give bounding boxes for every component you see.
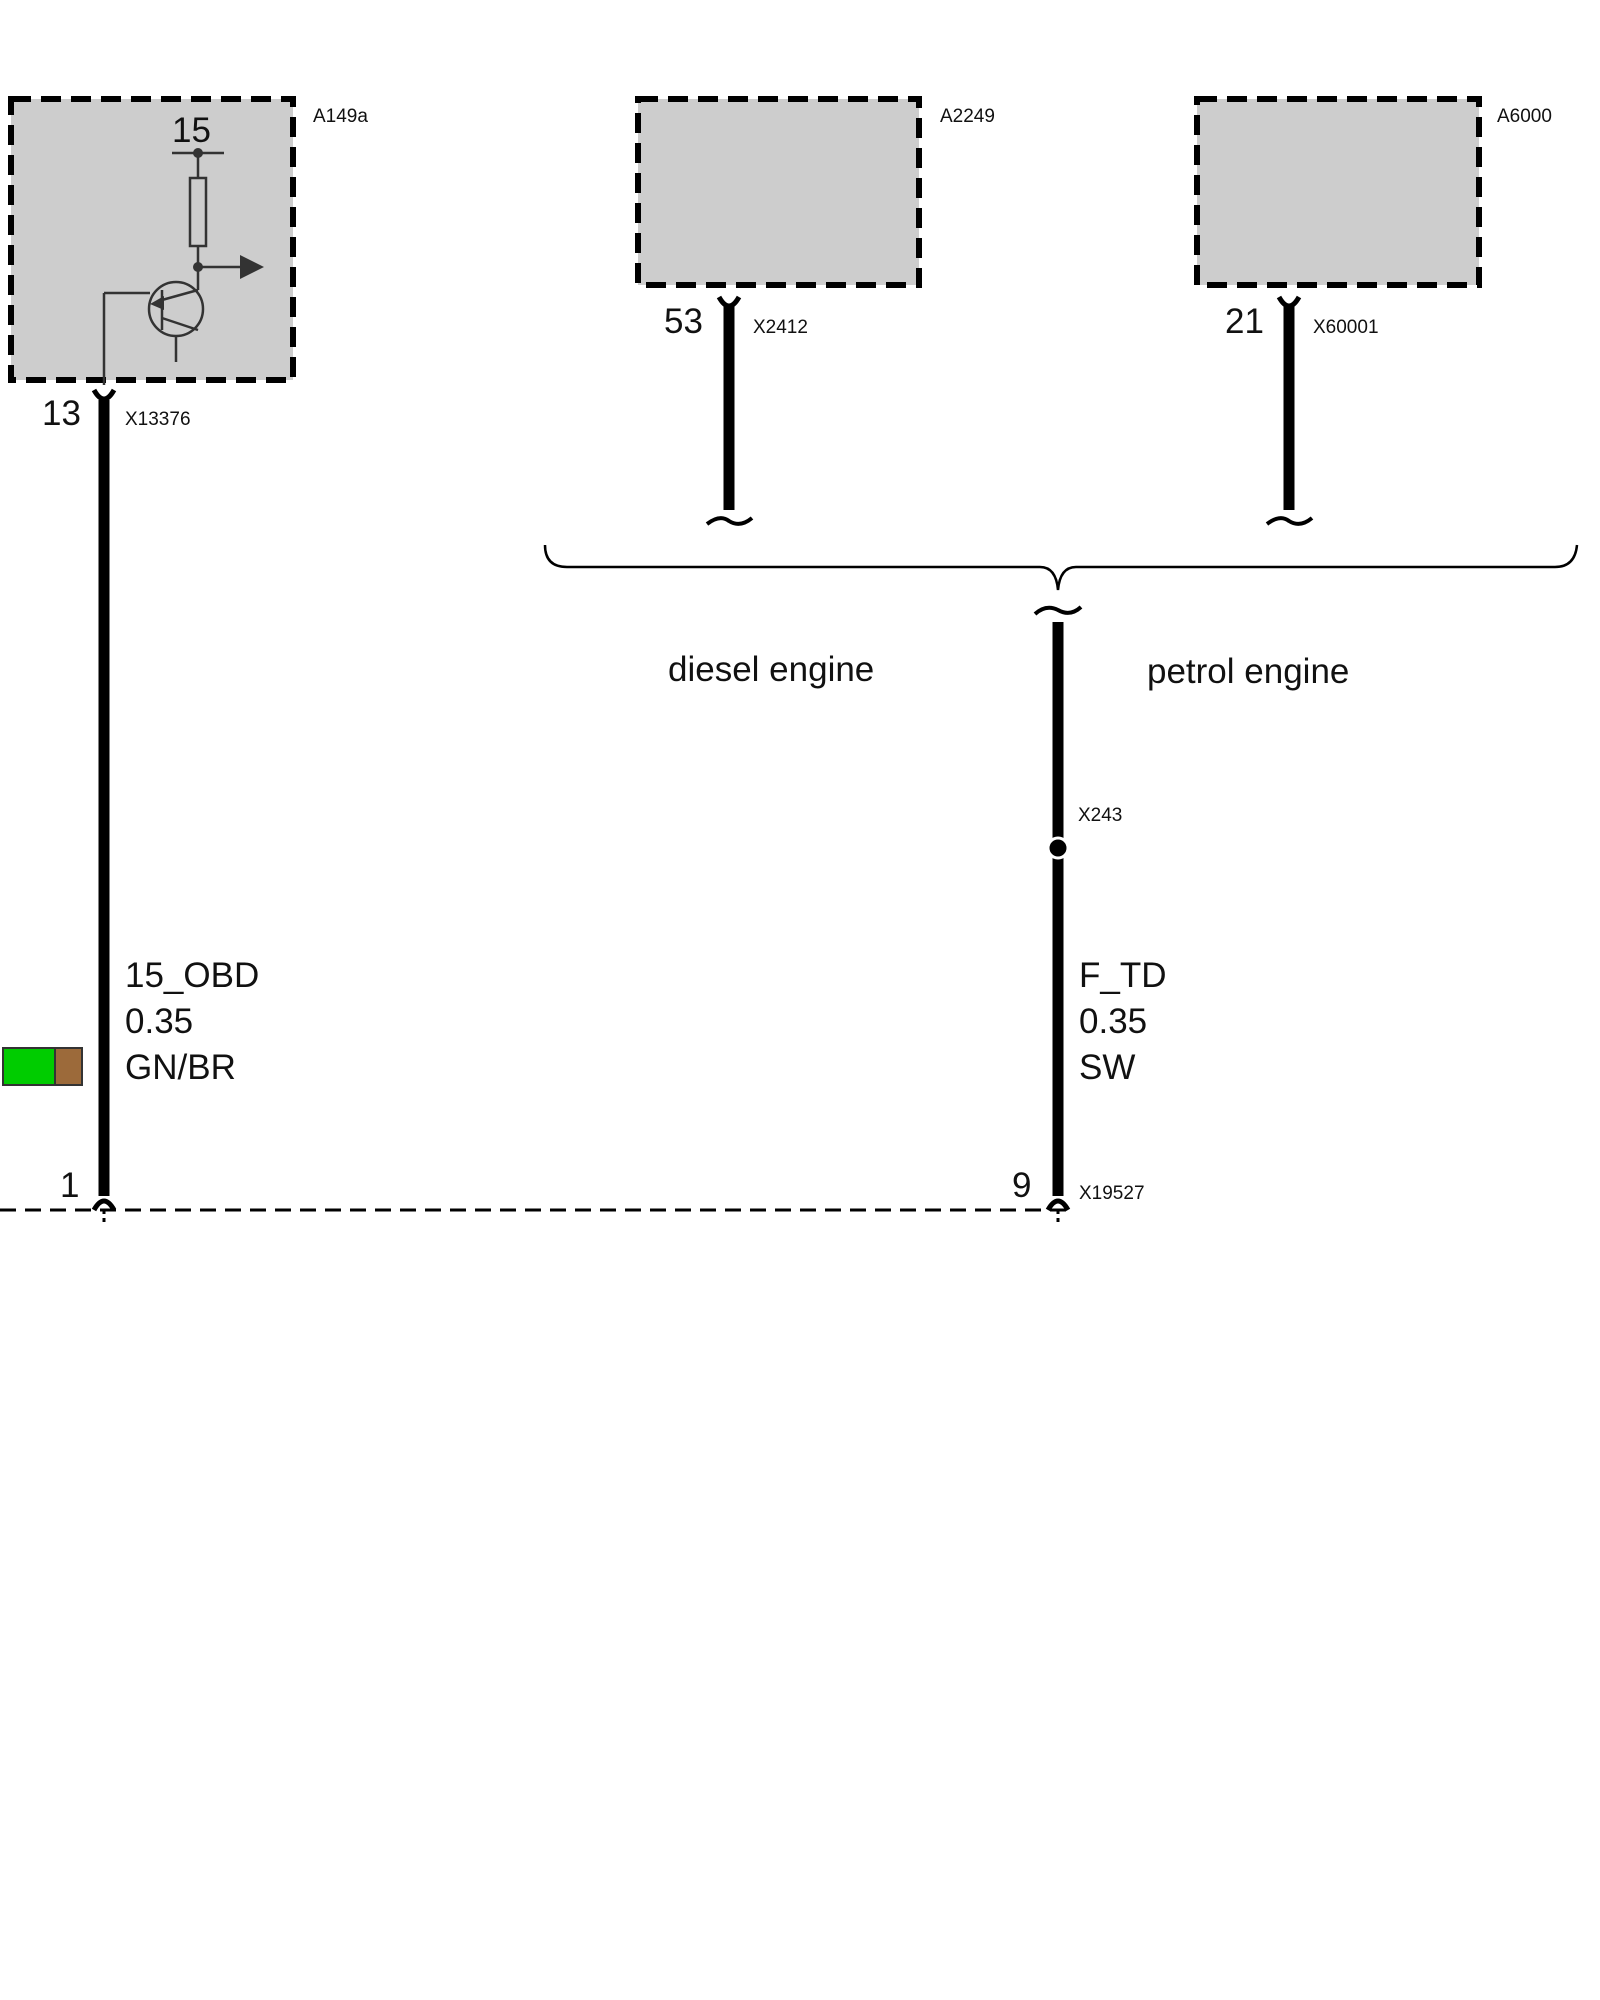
group-label-petrol: petrol engine <box>1147 652 1349 691</box>
wire-color-code: SW <box>1079 1048 1135 1087</box>
signal-name: F_TD <box>1079 956 1167 995</box>
connector-label: X60001 <box>1313 317 1379 338</box>
component-label: A2249 <box>940 106 995 127</box>
transistor-circuit-icon <box>102 151 240 385</box>
wire-break-icon <box>1033 605 1083 616</box>
pin-socket-icon <box>1276 295 1302 309</box>
pin-socket-icon <box>1045 1198 1071 1212</box>
pin-socket-icon <box>91 388 117 402</box>
pin-number: 13 <box>42 394 81 433</box>
component-label: A6000 <box>1497 106 1552 127</box>
engine-variant-brace: diesel engine petrol engine <box>543 544 1579 691</box>
signal-name: 15_OBD <box>125 956 259 995</box>
output-arrow-icon <box>240 255 264 279</box>
connector-label: X19527 <box>1079 1183 1145 1204</box>
component-a149a[interactable]: 15 A149a <box>8 96 368 385</box>
pin-socket-icon <box>716 295 742 309</box>
pin-number: 21 <box>1225 302 1264 341</box>
wire-gauge: 0.35 <box>125 1002 193 1041</box>
pin-socket-icon <box>91 1198 117 1212</box>
component-a6000[interactable]: A6000 <box>1194 96 1552 288</box>
pin-number: 1 <box>60 1166 79 1205</box>
pin-number: 9 <box>1012 1166 1031 1205</box>
wire-gauge: 0.35 <box>1079 1002 1147 1041</box>
junction-dot <box>193 262 203 272</box>
emitter-arrow-icon <box>150 296 164 310</box>
wire-15-obd[interactable]: 13 X13376 15_OBD 0.35 GN/BR 1 <box>2 388 259 1222</box>
connector-label: X2412 <box>753 317 808 338</box>
wire-a2249[interactable]: 53 X2412 <box>664 295 808 526</box>
component-label: A149a <box>313 106 368 127</box>
wire-break-icon <box>1265 516 1314 526</box>
splice-point-icon <box>1046 836 1070 860</box>
wire-color-swatch <box>2 1047 83 1086</box>
junction-dot <box>193 148 203 158</box>
wire-break-icon <box>705 516 754 526</box>
wire-f-td[interactable]: X243 F_TD 0.35 SW 9 X19527 <box>1012 605 1167 1222</box>
wire-a6000[interactable]: 21 X60001 <box>1225 295 1379 526</box>
internal-supply-label: 15 <box>172 111 211 150</box>
splice-connector-label: X243 <box>1078 805 1122 826</box>
group-label-diesel: diesel engine <box>668 650 874 689</box>
connector-label: X13376 <box>125 409 191 430</box>
component-a2249[interactable]: A2249 <box>635 96 995 288</box>
wire-color-code: GN/BR <box>125 1048 236 1087</box>
pin-number: 53 <box>664 302 703 341</box>
